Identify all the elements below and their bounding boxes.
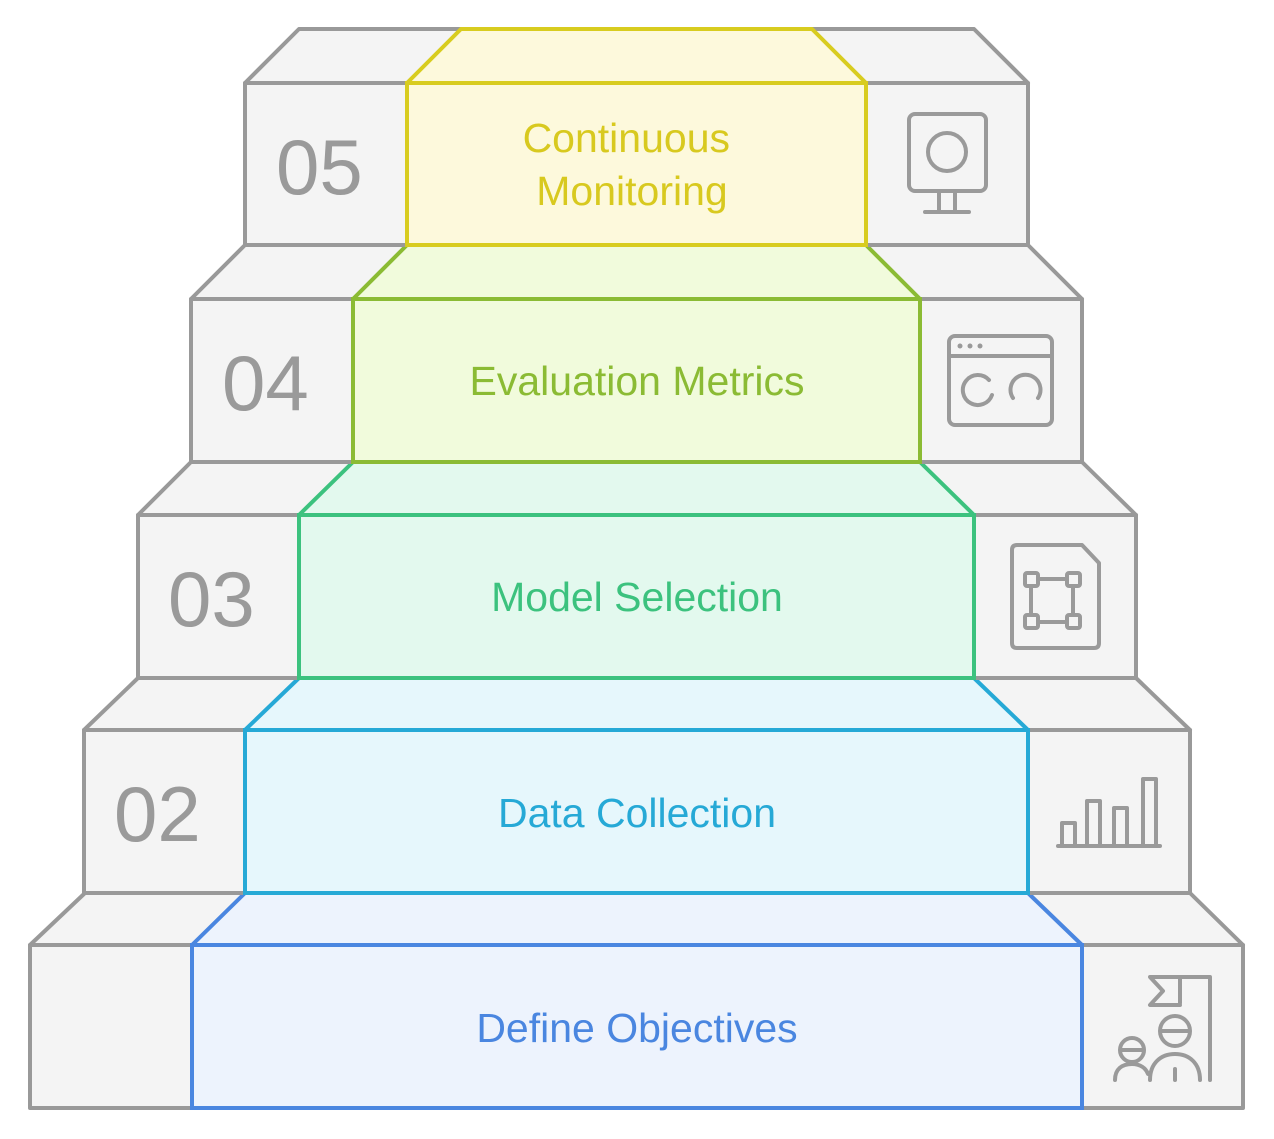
step-3: 03 Model Selection bbox=[136, 460, 1138, 680]
step-1-top bbox=[190, 891, 1084, 947]
step-5-label-line-1: Continuous bbox=[523, 115, 730, 161]
step-1: Define Objectives bbox=[28, 891, 1245, 1110]
step-5-number: 05 bbox=[276, 123, 363, 211]
step-2-label: Data Collection bbox=[498, 790, 776, 836]
step-3-number: 03 bbox=[168, 555, 255, 643]
step-4: 04 Evaluation Metrics bbox=[189, 243, 1084, 464]
step-2-number: 02 bbox=[114, 770, 201, 858]
step-2: 02 Data Collection bbox=[82, 676, 1192, 895]
browser-analytics-icon bbox=[947, 334, 1054, 427]
step-5-label-line-2: Monitoring bbox=[536, 168, 727, 214]
step-5-front bbox=[405, 81, 868, 247]
step-5: 05 Continuous Monitoring bbox=[243, 27, 1030, 247]
step-4-label: Evaluation Metrics bbox=[470, 358, 805, 404]
step-1-label: Define Objectives bbox=[476, 1005, 797, 1051]
step-4-number: 04 bbox=[222, 339, 309, 427]
monitor-display-icon bbox=[907, 112, 988, 214]
step-3-label: Model Selection bbox=[491, 574, 783, 620]
step-2-top bbox=[243, 676, 1030, 732]
step-4-front bbox=[351, 297, 922, 464]
step-5-label: Continuous Monitoring bbox=[523, 115, 742, 214]
step-3-front bbox=[297, 513, 976, 680]
step-2-front bbox=[243, 728, 1030, 895]
document-frame-icon bbox=[1010, 543, 1101, 650]
bar-chart-icon bbox=[1056, 777, 1162, 848]
step-4-top bbox=[351, 243, 922, 301]
step-5-top bbox=[405, 27, 868, 85]
step-3-top bbox=[297, 460, 976, 517]
step-1-front bbox=[190, 943, 1084, 1110]
team-goal-flag-icon bbox=[1113, 975, 1212, 1082]
